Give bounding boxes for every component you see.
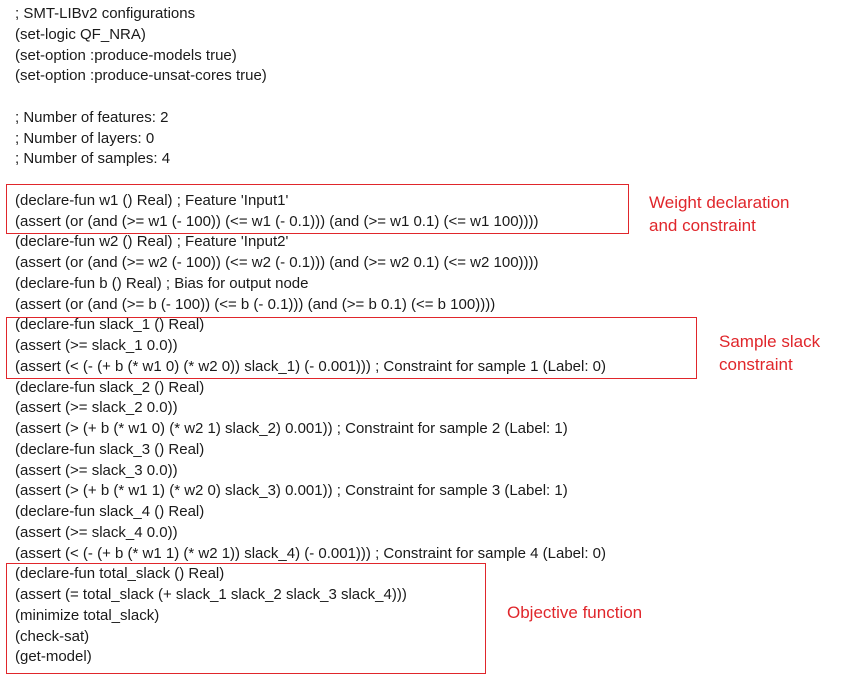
code-line: (minimize total_slack) (15, 606, 160, 624)
code-line: (assert (> (+ b (* w1 0) (* w2 1) slack_… (15, 420, 568, 437)
objective-function-box (6, 563, 486, 674)
code-line: (assert (or (and (>= b (- 100)) (<= b (-… (15, 295, 496, 313)
code-line: (assert (< (- (+ b (* w1 1) (* w2 1)) sl… (15, 544, 607, 562)
code-line: ; SMT-LIBv2 configurations (15, 5, 196, 22)
code-line: (declare-fun slack_3 () Real) (15, 440, 205, 458)
code-line: (set-logic QF_NRA) (15, 25, 146, 43)
code-line: (assert (or (and (>= w1 (- 100)) (<= w1 … (15, 212, 539, 230)
objective-function-label: Objective function (507, 603, 643, 622)
code-line: (declare-fun w1 () Real) ; Feature 'Inpu… (15, 191, 289, 209)
blank-line (15, 87, 606, 108)
code-line: (assert (>= slack_4 0.0)) (15, 523, 178, 541)
code-line: (check-sat) (15, 627, 90, 645)
code-line: ; Number of features: 2 (15, 108, 169, 126)
code-line: (declare-fun b () Real) ; Bias for outpu… (15, 274, 309, 292)
weight-declaration-box (6, 184, 629, 234)
code-line: (declare-fun slack_1 () Real) (15, 316, 205, 334)
code-line: (assert (>= slack_2 0.0)) (15, 399, 178, 417)
code-line: (assert (> (+ b (* w1 1) (* w2 0) slack_… (15, 482, 568, 500)
code-line: (declare-fun slack_2 () Real) (15, 378, 205, 396)
code-line: (set-option :produce-models true) (15, 46, 237, 64)
code-line: (set-option :produce-unsat-cores true) (15, 67, 267, 85)
weight-declaration-label: Weight declaration and constraint (649, 193, 790, 235)
code-listing: ; SMT-LIBv2 configurations (set-logic QF_… (15, 4, 606, 668)
sample-slack-box (6, 317, 697, 379)
code-line: (assert (>= slack_1 0.0)) (15, 337, 178, 354)
code-line: (assert (or (and (>= w2 (- 100)) (<= w2 … (15, 254, 539, 271)
code-line: (assert (>= slack_3 0.0)) (15, 461, 178, 479)
code-line: (assert (= total_slack (+ slack_1 slack_… (15, 586, 407, 603)
code-line: (declare-fun slack_4 () Real) (15, 503, 205, 520)
code-line: (assert (< (- (+ b (* w1 0) (* w2 0)) sl… (15, 357, 607, 375)
code-line: (get-model) (15, 648, 92, 666)
code-line: (declare-fun total_slack () Real) (15, 565, 225, 583)
code-line: ; Number of layers: 0 (15, 129, 155, 147)
sample-slack-label: Sample slack constraint (719, 332, 821, 374)
code-line: (declare-fun w2 () Real) ; Feature 'Inpu… (15, 233, 289, 251)
code-line: ; Number of samples: 4 (15, 150, 171, 168)
